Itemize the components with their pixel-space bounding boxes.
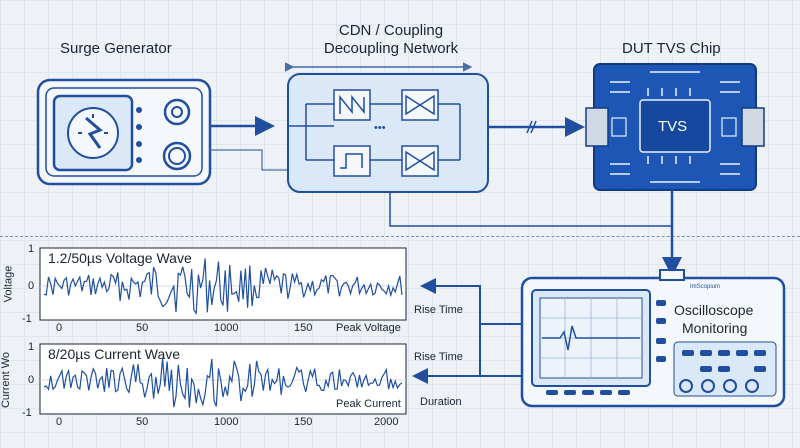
section-divider — [0, 236, 800, 237]
current-xtick-1000: 1000 — [214, 416, 239, 428]
cdn-dots: ••• — [374, 122, 386, 134]
cdn-label-line1: CDN / Coupling — [338, 22, 444, 39]
current-ytick-neg1: -1 — [22, 407, 32, 419]
oscilloscope — [520, 269, 786, 408]
voltage-xtick-50: 50 — [136, 322, 149, 334]
voltage-xtick-0: 0 — [56, 322, 63, 334]
voltage-ytick-0: 0 — [28, 280, 35, 292]
current-xtick-50: 50 — [136, 416, 149, 428]
voltage-plot-ylabel: Voltage — [2, 265, 15, 303]
current-plot-title: 8/20µs Current Wave — [48, 346, 181, 362]
current-ytick-0: 0 — [28, 374, 35, 386]
voltage-ytick-neg1: -1 — [22, 313, 32, 325]
voltage-waveform — [43, 258, 403, 315]
rise-time-label-1: Rise Time — [414, 304, 463, 316]
voltage-plot-title: 1.2/50µs Voltage Wave — [48, 250, 192, 266]
voltage-xtick-1000: 1000 — [214, 322, 239, 334]
cdn-box — [284, 62, 489, 193]
surge-generator — [36, 78, 212, 186]
current-xtick-150: 150 — [294, 416, 313, 428]
current-xtick-0: 0 — [56, 416, 63, 428]
duration-label: Duration — [420, 396, 462, 408]
tvs-chip-label: TVS — [658, 118, 688, 135]
peak-current-label: Peak Current — [336, 398, 401, 410]
voltage-ytick-1: 1 — [28, 243, 35, 255]
current-plot-ylabel: Current Wo — [0, 351, 13, 409]
dut-label: DUT TVS Chip — [622, 40, 721, 57]
current-waveform — [43, 358, 403, 408]
voltage-xtick-150: 150 — [294, 322, 313, 334]
dut-board — [585, 63, 765, 191]
peak-voltage-label: Peak Voltage — [336, 322, 401, 334]
current-ytick-1: 1 — [28, 341, 35, 353]
surge-generator-label: Surge Generator — [60, 40, 172, 57]
current-xtick-2000: 2000 — [374, 416, 399, 428]
scope-brand: ImScopium — [690, 284, 721, 290]
scope-title-line2: Monitoring — [682, 320, 748, 336]
arrow-scope-to-voltage — [420, 278, 522, 325]
cdn-label-line2: Decoupling Network — [323, 40, 459, 57]
rise-time-label-2: Rise Time — [414, 351, 463, 363]
waveforms — [43, 258, 403, 408]
scope-title-line1: Oscilloscope — [674, 302, 754, 318]
